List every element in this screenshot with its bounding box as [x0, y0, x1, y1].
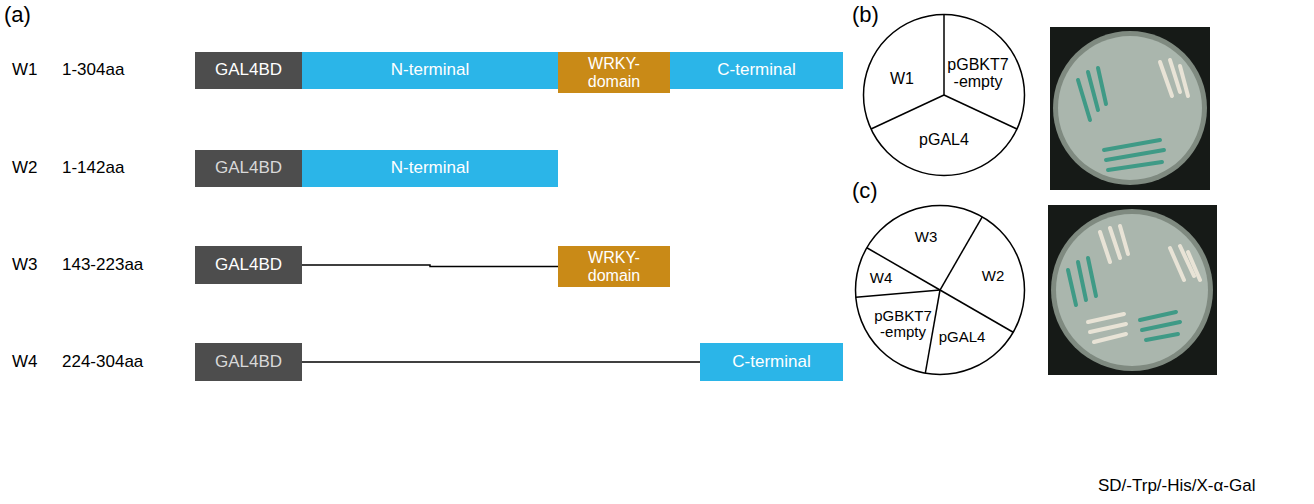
colony-streak: [1078, 80, 1090, 120]
box-text: N-terminal: [391, 159, 469, 177]
medium-label: SD/-Trp/-His/X-α-Gal: [1098, 476, 1255, 496]
plate-layout-circle: W3W2 pGAL4 pGBKT7 -empty W4: [854, 204, 1026, 376]
sector-label: pGAL4: [919, 131, 969, 148]
construct-name: W2: [12, 158, 38, 178]
amino-acid-range: 143-223aa: [62, 255, 143, 275]
box-text: GAL4BD: [215, 61, 282, 79]
colony-streak: [1120, 226, 1128, 254]
sector-divider: [856, 290, 940, 297]
gal4bd-domain-box: GAL4BD: [195, 52, 302, 89]
box-text: WRKY- domain: [578, 55, 650, 90]
sector-label: W2: [982, 268, 1005, 284]
colony-streak: [1108, 162, 1162, 170]
sector-divider: [943, 15, 945, 96]
c-terminal-box: C-terminal: [700, 343, 843, 381]
circle-outline: [862, 13, 1026, 177]
circle-outline: [854, 204, 1026, 376]
sector-label: pGAL4: [939, 329, 986, 345]
colony-streak: [1098, 68, 1106, 104]
construct-name: W3: [12, 255, 38, 275]
n-terminal-box: N-terminal: [302, 150, 558, 187]
sector-divider: [925, 290, 940, 373]
colony-streak: [1094, 334, 1126, 342]
panel-label: (a): [4, 2, 31, 27]
photo-background: [1050, 27, 1210, 190]
sector-label: W4: [870, 270, 893, 286]
sector-divider: [944, 95, 1017, 129]
linker-line: [302, 265, 558, 267]
white-colonies: [1088, 226, 1200, 342]
agar-plate: [1056, 214, 1208, 366]
circle-border: [864, 15, 1025, 176]
plate-photo-b: [1050, 27, 1210, 190]
box-text: C-terminal: [717, 61, 795, 79]
sector-divider: [940, 290, 1013, 332]
box-text: GAL4BD: [215, 159, 282, 177]
circle-border: [856, 206, 1025, 375]
amino-acid-range: 1-304aa: [62, 60, 124, 80]
sector-label: pGBKT7 -empty: [873, 308, 933, 340]
colony-streak: [1088, 72, 1098, 110]
box-text: C-terminal: [732, 353, 810, 371]
colony-streak: [1106, 150, 1164, 160]
colony-streak: [1078, 262, 1086, 300]
gal4bd-domain-box: GAL4BD: [195, 343, 302, 381]
colony-streak: [1104, 140, 1160, 150]
gal4bd-domain-box: GAL4BD: [195, 150, 302, 187]
n-terminal-box: N-terminal: [302, 52, 558, 89]
colony-streak: [1180, 66, 1188, 96]
box-text: GAL4BD: [215, 353, 282, 371]
box-text: GAL4BD: [215, 256, 282, 274]
amino-acid-range: 1-142aa: [62, 158, 124, 178]
white-colonies: [1160, 60, 1188, 96]
sector-divider: [867, 248, 940, 290]
linker-line: [302, 361, 700, 363]
gal4bd-domain-box: GAL4BD: [195, 246, 302, 284]
colony-streak: [1110, 228, 1120, 258]
sector-divider: [871, 95, 944, 129]
colony-streak: [1088, 314, 1124, 322]
wrky-domain-box: WRKY- domain: [558, 52, 670, 93]
colony-streak: [1188, 252, 1200, 280]
colony-streak: [1146, 334, 1178, 340]
amino-acid-range: 224-304aa: [62, 352, 143, 372]
colony-streak: [1140, 312, 1176, 320]
colony-streak: [1068, 270, 1076, 305]
construct-name: W4: [12, 352, 38, 372]
photo-background: [1048, 205, 1217, 375]
c-terminal-box: C-terminal: [670, 52, 843, 89]
colony-streak: [1100, 232, 1110, 262]
box-text: WRKY- domain: [578, 249, 650, 284]
colony-streak: [1088, 258, 1096, 296]
construct-name: W1: [12, 60, 38, 80]
sector-divider: [940, 217, 982, 290]
agar-plate: [1058, 36, 1202, 180]
colony-streak: [1142, 322, 1180, 330]
wrky-domain-box: WRKY- domain: [558, 246, 670, 287]
sector-label: W1: [890, 70, 914, 87]
sector-label: W3: [915, 229, 938, 245]
box-text: N-terminal: [391, 61, 469, 79]
blue-colonies: [1078, 68, 1164, 170]
plate-rim: [1053, 31, 1207, 185]
plate-rim: [1051, 209, 1213, 371]
blue-colonies: [1068, 258, 1180, 340]
plate-layout-circle: W1 pGBKT7 -empty pGAL4: [862, 13, 1026, 177]
sector-label: pGBKT7 -empty: [944, 56, 1012, 91]
plate-photo-c: [1048, 205, 1217, 375]
colony-streak: [1090, 324, 1126, 332]
panel-label: (b): [852, 2, 879, 27]
panel-label: (c): [852, 178, 878, 203]
